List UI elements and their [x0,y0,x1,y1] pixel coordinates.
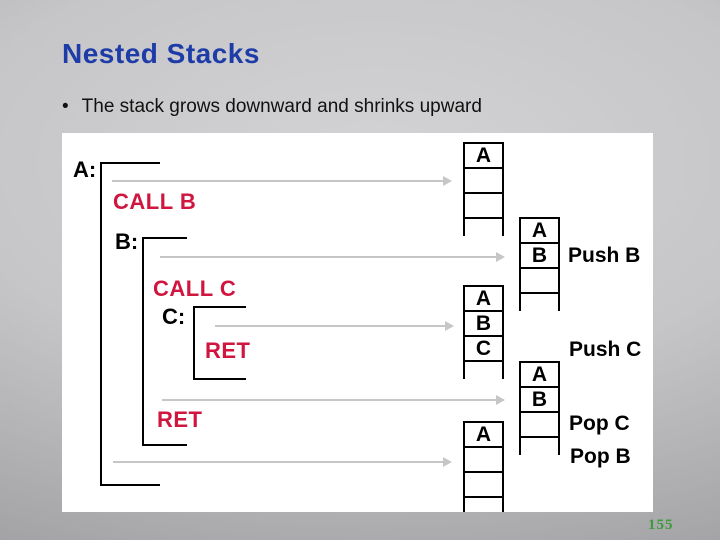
bullet-text: The stack grows downward and shrinks upw… [81,96,482,117]
code-label-b: B: [115,229,139,254]
stack-cell: A [463,421,504,448]
stack-cell: A [463,142,504,169]
stack-snapshot-push-c: A B C [463,285,504,379]
bullet-icon: • [62,96,69,117]
stack-cell: B [519,242,560,269]
diagram-panel: A: B: C: CALL B CALL C RET RET A A B A B [62,133,653,512]
stack-continuation [519,294,560,311]
stack-cell [463,192,504,219]
stack-continuation [463,219,504,236]
stack-snapshot-pop-c: A B [519,361,560,455]
stack-cell [463,471,504,498]
operation-label-pop-c: Pop C [569,412,630,435]
stack-cell [519,411,560,438]
stack-continuation [519,438,560,455]
page-number: 155 [648,517,674,533]
stack-snapshot-initial: A [463,142,504,236]
stack-continuation [463,362,504,379]
stack-cell: B [519,386,560,413]
stack-cell: A [519,217,560,244]
scope-bracket-b [142,237,187,446]
instruction-call-b: CALL B [113,189,197,214]
stack-snapshot-pop-b: A [463,421,504,512]
code-label-a: A: [73,157,97,182]
stack-cell: B [463,310,504,337]
code-label-c: C: [162,304,186,329]
bullet-line: • The stack grows downward and shrinks u… [62,96,482,118]
instruction-ret-b: RET [157,407,203,432]
flow-arrow-to-stack-2 [160,252,505,262]
stack-snapshot-push-b: A B [519,217,560,311]
scope-bracket-c [193,306,246,380]
flow-arrow-to-stack-4 [162,395,505,405]
flow-arrow-to-stack-3 [215,321,454,331]
instruction-ret-c: RET [205,338,251,363]
flow-arrow-to-stack-5 [113,457,452,467]
stack-cell: A [463,285,504,312]
stack-cell [463,167,504,194]
scope-bracket-a [100,162,160,486]
flow-arrow-to-stack-1 [112,176,452,186]
stack-cell: A [519,361,560,388]
stack-continuation [463,498,504,512]
page-title: Nested Stacks [62,38,260,69]
stack-cell [463,446,504,473]
instruction-call-c: CALL C [153,276,237,301]
stack-cell: C [463,335,504,362]
operation-label-pop-b: Pop B [570,445,631,468]
operation-label-push-b: Push B [568,244,641,267]
stack-cell [519,267,560,294]
operation-label-push-c: Push C [569,338,642,361]
